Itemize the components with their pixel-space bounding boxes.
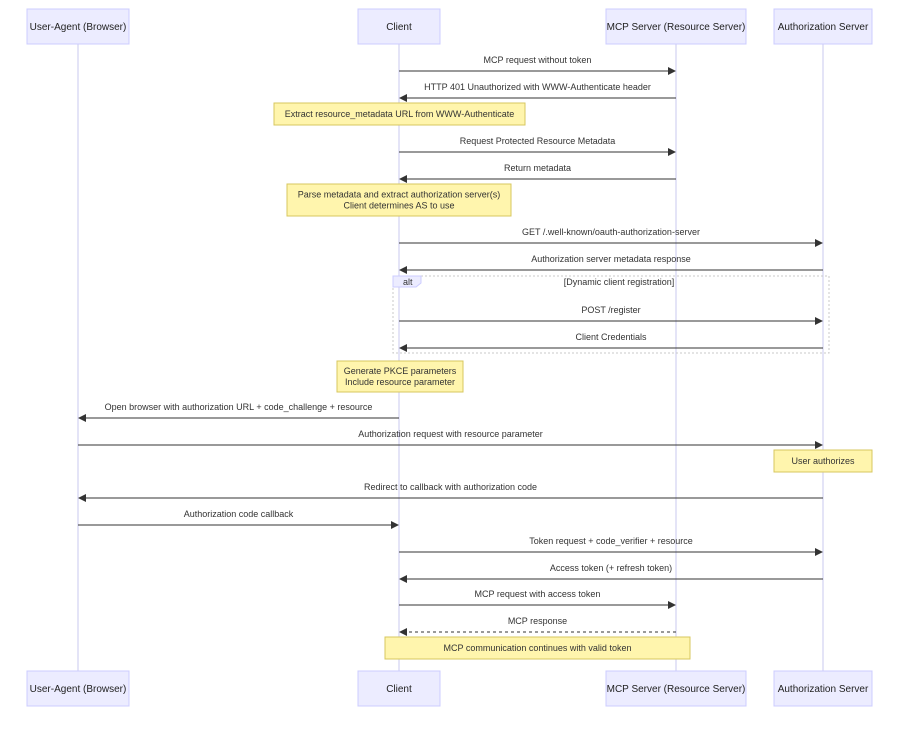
message-label: Client Credentials (575, 332, 647, 342)
message-label: Token request + code_verifier + resource (529, 536, 693, 546)
message-label: Access token (+ refresh token) (550, 563, 672, 573)
message-label: Request Protected Resource Metadata (460, 136, 616, 146)
participant-box (773, 670, 873, 707)
message-label: Authorization request with resource para… (358, 429, 543, 439)
note-box (384, 636, 691, 660)
participant-label: Authorization Server (778, 684, 869, 695)
note-box (773, 449, 873, 473)
message-label: Authorization server metadata response (531, 254, 691, 264)
participant-box (26, 670, 130, 707)
note-n5: MCP communication continues with valid t… (384, 636, 691, 660)
message-m6: Authorization server metadata response (399, 254, 823, 274)
message-label: Authorization code callback (184, 509, 294, 519)
participant-label: MCP Server (Resource Server) (607, 22, 746, 33)
participant-box (357, 670, 441, 707)
alt-tag-label: alt (403, 277, 413, 287)
message-label: Redirect to callback with authorization … (364, 482, 537, 492)
participant-label: Client (386, 22, 412, 33)
message-label: Open browser with authorization URL + co… (105, 402, 373, 412)
message-label: POST /register (581, 305, 640, 315)
message-m13: Token request + code_verifier + resource (399, 536, 823, 556)
participant-label: Authorization Server (778, 22, 869, 33)
message-m14: Access token (+ refresh token) (399, 563, 823, 583)
note-n1: Extract resource_metadata URL from WWW-A… (273, 102, 526, 126)
message-label: MCP response (508, 616, 567, 626)
message-label: MCP request without token (484, 55, 592, 65)
alt-tag-shape (392, 275, 422, 288)
participant-client-bottom: Client (357, 670, 441, 707)
note-n2: Parse metadata and extract authorization… (286, 183, 512, 217)
message-m1: MCP request without token (399, 55, 676, 75)
participant-box (773, 8, 873, 45)
participant-label: User-Agent (Browser) (30, 22, 127, 33)
message-label: HTTP 401 Unauthorized with WWW-Authentic… (424, 82, 651, 92)
alt-frame (392, 275, 830, 354)
message-label: MCP request with access token (475, 589, 601, 599)
note-text: User authorizes (791, 456, 855, 466)
participant-as-bottom: Authorization Server (773, 670, 873, 707)
note-text: Client determines AS to use (343, 201, 454, 211)
message-m5: GET /.well-known/oauth-authorization-ser… (399, 227, 823, 247)
message-m12: Authorization code callback (78, 509, 399, 529)
participant-as-top: Authorization Server (773, 8, 873, 45)
message-m4: Return metadata (399, 163, 676, 183)
message-m9: Open browser with authorization URL + co… (78, 402, 399, 422)
message-m7: POST /register (399, 305, 823, 325)
note-text: Include resource parameter (345, 377, 455, 387)
note-box (286, 183, 512, 217)
message-m3: Request Protected Resource Metadata (399, 136, 676, 156)
participant-box (26, 8, 130, 45)
participant-box (357, 8, 441, 45)
note-box (273, 102, 526, 126)
note-text: Extract resource_metadata URL from WWW-A… (285, 109, 515, 119)
participant-ua-bottom: User-Agent (Browser) (26, 670, 130, 707)
note-box (336, 360, 464, 393)
participant-client-top: Client (357, 8, 441, 45)
alt-block: alt [Dynamic client registration] (392, 275, 830, 354)
note-text: MCP communication continues with valid t… (444, 643, 632, 653)
message-m2: HTTP 401 Unauthorized with WWW-Authentic… (399, 82, 676, 102)
message-label: Return metadata (504, 163, 571, 173)
participant-rs-bottom: MCP Server (Resource Server) (605, 670, 747, 707)
note-text: Parse metadata and extract authorization… (298, 190, 501, 200)
message-m10: Authorization request with resource para… (78, 429, 823, 449)
message-m11: Redirect to callback with authorization … (78, 482, 823, 502)
participant-label: MCP Server (Resource Server) (607, 684, 746, 695)
participant-label: User-Agent (Browser) (30, 684, 127, 695)
message-label: GET /.well-known/oauth-authorization-ser… (522, 227, 700, 237)
participant-label: Client (386, 684, 412, 695)
alt-condition: [Dynamic client registration] (564, 277, 675, 287)
message-m16: MCP response (399, 616, 676, 636)
note-n4: User authorizes (773, 449, 873, 473)
message-m8: Client Credentials (399, 332, 823, 352)
participant-box (605, 8, 747, 45)
message-m15: MCP request with access token (399, 589, 676, 609)
participant-rs-top: MCP Server (Resource Server) (605, 8, 747, 45)
participant-ua-top: User-Agent (Browser) (26, 8, 130, 45)
participant-box (605, 670, 747, 707)
note-text: Generate PKCE parameters (344, 366, 457, 376)
